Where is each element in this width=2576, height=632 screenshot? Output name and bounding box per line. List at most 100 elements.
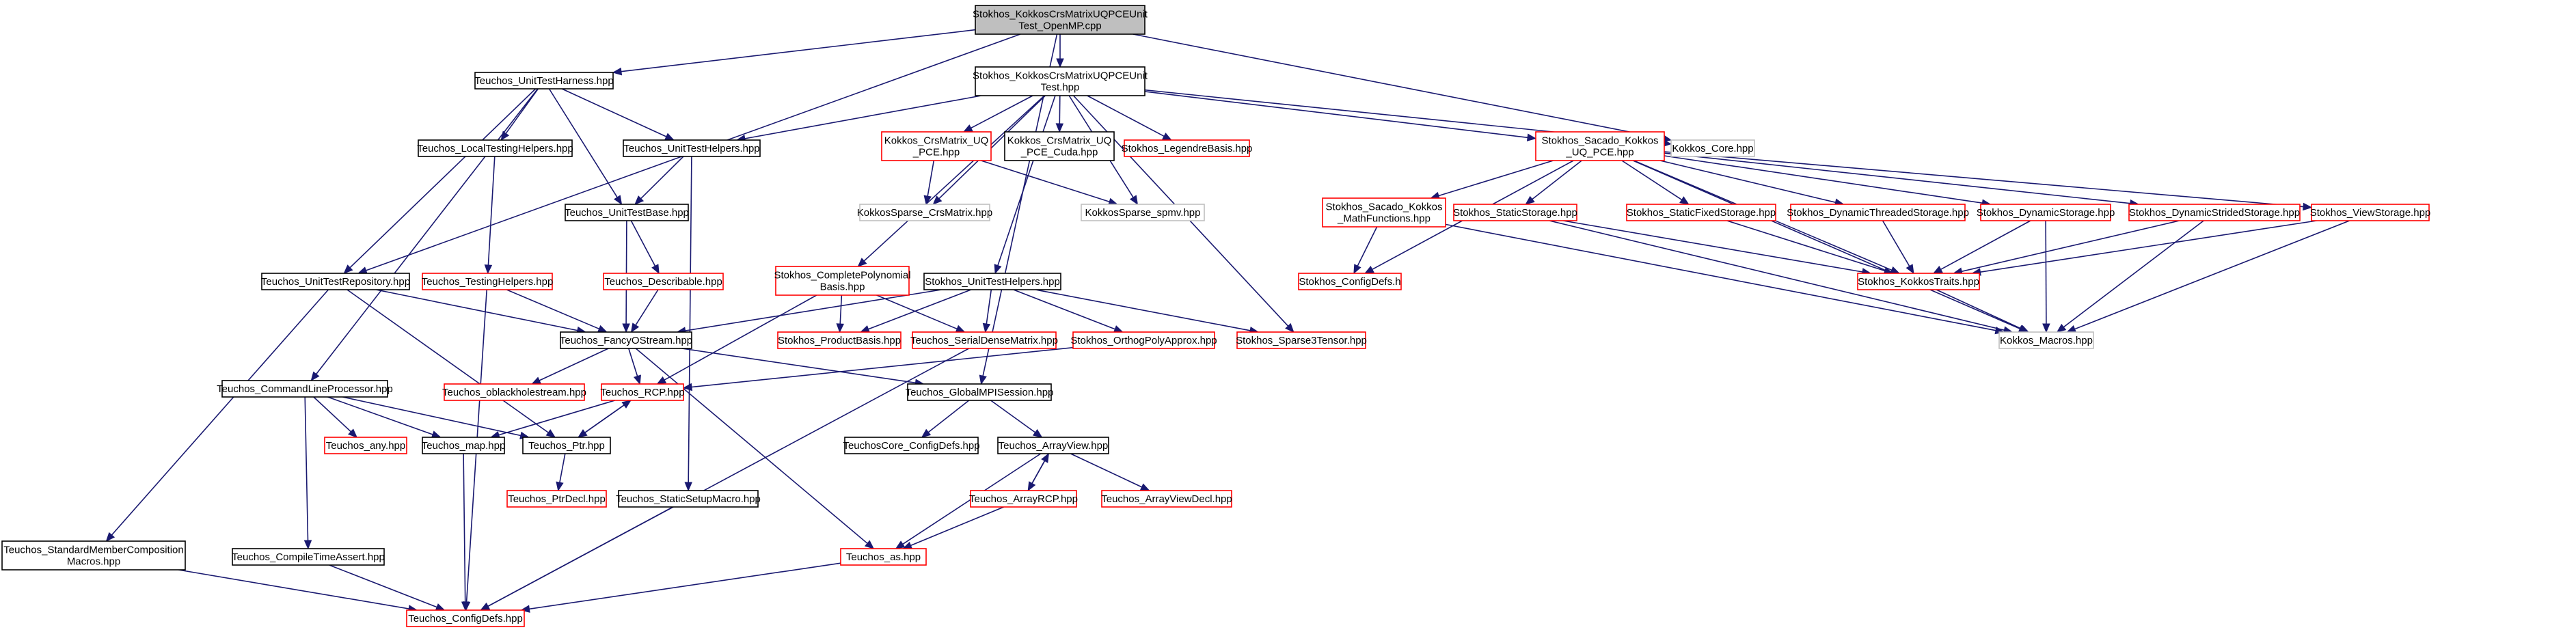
node-box[interactable] <box>261 273 410 290</box>
node-box[interactable] <box>1626 204 1776 221</box>
node-gmpi[interactable]: Teuchos_GlobalMPISession.hpp <box>906 383 1054 401</box>
node-box[interactable] <box>601 383 684 401</box>
node-box[interactable] <box>1453 204 1577 221</box>
node-sacadopce[interactable]: Stokhos_Sacado_Kokkos_UQ_PCE.hpp <box>1535 131 1665 161</box>
node-box[interactable] <box>1101 490 1232 508</box>
node-arrayrcp[interactable]: Teuchos_ArrayRCP.hpp <box>969 490 1078 508</box>
node-box[interactable] <box>912 331 1057 349</box>
node-box[interactable] <box>1857 273 1980 290</box>
node-rcp[interactable]: Teuchos_RCP.hpp <box>600 383 685 401</box>
node-harness[interactable]: Teuchos_UnitTestHarness.hpp <box>474 72 614 90</box>
node-arrayview[interactable]: Teuchos_ArrayView.hpp <box>997 437 1109 454</box>
node-box[interactable] <box>522 437 611 454</box>
node-box[interactable] <box>623 139 761 157</box>
node-orthog[interactable]: Stokhos_OrthogPolyApprox.hpp <box>1070 331 1217 349</box>
node-box[interactable] <box>422 437 505 454</box>
node-box[interactable] <box>618 490 759 508</box>
node-box[interactable] <box>1236 331 1366 349</box>
node-sparse3[interactable]: Stokhos_Sparse3Tensor.hpp <box>1236 331 1367 349</box>
node-tas[interactable]: Teuchos_as.hpp <box>840 548 927 566</box>
node-ptrdecl[interactable]: Teuchos_PtrDecl.hpp <box>506 490 607 508</box>
node-dynthreaded[interactable]: Stokhos_DynamicThreadedStorage.hpp <box>1787 204 1969 221</box>
node-compiletime[interactable]: Teuchos_CompileTimeAssert.hpp <box>232 548 385 566</box>
node-box[interactable] <box>560 331 692 349</box>
node-utrepo[interactable]: Teuchos_UnitTestRepository.hpp <box>261 273 410 290</box>
node-box[interactable] <box>1322 197 1446 228</box>
node-box[interactable] <box>997 437 1109 454</box>
node-clp[interactable]: Teuchos_CommandLineProcessor.hpp <box>217 380 393 398</box>
node-box[interactable] <box>324 437 407 454</box>
node-box[interactable] <box>1072 331 1215 349</box>
node-box[interactable] <box>418 139 573 157</box>
node-prodbasis[interactable]: Stokhos_ProductBasis.hpp <box>777 331 901 349</box>
node-box[interactable] <box>406 609 525 627</box>
node-kcore[interactable]: Kokkos_Core.hpp <box>1670 139 1755 157</box>
node-box[interactable] <box>923 273 1061 290</box>
node-dynamic[interactable]: Stokhos_DynamicStorage.hpp <box>1977 204 2115 221</box>
node-box[interactable] <box>840 548 927 566</box>
node-box[interactable] <box>1998 331 2094 349</box>
node-tmap[interactable]: Teuchos_map.hpp <box>422 437 506 454</box>
node-box[interactable] <box>2128 204 2301 221</box>
node-coreconfig[interactable]: TeuchosCore_ConfigDefs.hpp <box>843 437 980 454</box>
node-staticfixed[interactable]: Stokhos_StaticFixedStorage.hpp <box>1626 204 1776 221</box>
node-box[interactable] <box>603 273 724 290</box>
node-stdmember[interactable]: Teuchos_StandardMemberCompositionMacros.… <box>1 540 186 571</box>
node-testhelp[interactable]: Teuchos_TestingHelpers.hpp <box>422 273 554 290</box>
node-dynstrided[interactable]: Stokhos_DynamicStridedStorage.hpp <box>2128 204 2301 221</box>
node-box[interactable] <box>2311 204 2430 221</box>
node-box[interactable] <box>444 383 585 401</box>
node-suth[interactable]: Stokhos_UnitTestHelpers.hpp <box>923 273 1061 290</box>
node-root[interactable]: Stokhos_KokkosCrsMatrixUQPCEUnitTest_Ope… <box>973 5 1148 35</box>
node-box[interactable] <box>1535 131 1665 161</box>
node-box[interactable] <box>775 266 910 296</box>
node-uth[interactable]: Teuchos_UnitTestHelpers.hpp <box>623 139 761 157</box>
node-box[interactable] <box>474 72 614 90</box>
node-any[interactable]: Teuchos_any.hpp <box>324 437 407 454</box>
node-staticsetup[interactable]: Teuchos_StaticSetupMacro.hpp <box>616 490 761 508</box>
node-box[interactable] <box>1004 131 1115 161</box>
node-box[interactable] <box>232 548 385 566</box>
node-kokkostraits[interactable]: Stokhos_KokkosTraits.hpp <box>1857 273 1980 290</box>
node-crscuda[interactable]: Kokkos_CrsMatrix_UQ_PCE_Cuda.hpp <box>1004 131 1115 161</box>
node-fancy[interactable]: Teuchos_FancyOStream.hpp <box>560 331 692 349</box>
node-oblackhole[interactable]: Teuchos_oblackholestream.hpp <box>442 383 586 401</box>
node-box[interactable] <box>221 380 388 398</box>
node-localhelp[interactable]: Teuchos_LocalTestingHelpers.hpp <box>417 139 573 157</box>
node-box[interactable] <box>975 66 1145 96</box>
node-box[interactable] <box>1670 139 1755 157</box>
node-box[interactable] <box>1790 204 1966 221</box>
node-box[interactable] <box>422 273 553 290</box>
node-box[interactable] <box>777 331 901 349</box>
node-ptr[interactable]: Teuchos_Ptr.hpp <box>522 437 611 454</box>
node-box[interactable] <box>1081 204 1205 221</box>
node-describable[interactable]: Teuchos_Describable.hpp <box>603 273 724 290</box>
node-viewstor[interactable]: Stokhos_ViewStorage.hpp <box>2310 204 2431 221</box>
node-box[interactable] <box>859 204 990 221</box>
node-configdefs_h[interactable]: Stokhos_ConfigDefs.h <box>1298 273 1402 290</box>
node-configdefs_hpp[interactable]: Teuchos_ConfigDefs.hpp <box>406 609 525 627</box>
node-box[interactable] <box>1298 273 1402 290</box>
node-legendre[interactable]: Stokhos_LegendreBasis.hpp <box>1122 139 1253 157</box>
node-statics[interactable]: Stokhos_StaticStorage.hpp <box>1453 204 1577 221</box>
node-box[interactable] <box>565 204 689 221</box>
node-box[interactable] <box>970 490 1077 508</box>
node-arrayviewdecl[interactable]: Teuchos_ArrayViewDecl.hpp <box>1101 490 1232 508</box>
node-box[interactable] <box>1 540 186 571</box>
node-box[interactable] <box>975 5 1145 35</box>
node-crsuq[interactable]: Kokkos_CrsMatrix_UQ_PCE.hpp <box>881 131 992 161</box>
node-mathfn[interactable]: Stokhos_Sacado_Kokkos_MathFunctions.hpp <box>1322 197 1446 228</box>
node-box[interactable] <box>506 490 607 508</box>
node-ksparse[interactable]: KokkosSparse_CrsMatrix.hpp <box>857 204 992 221</box>
node-box[interactable] <box>881 131 992 161</box>
node-box[interactable] <box>844 437 979 454</box>
node-serialdense[interactable]: Teuchos_SerialDenseMatrix.hpp <box>910 331 1058 349</box>
node-utbase[interactable]: Teuchos_UnitTestBase.hpp <box>565 204 689 221</box>
node-box[interactable] <box>907 383 1052 401</box>
node-kmacros[interactable]: Kokkos_Macros.hpp <box>1998 331 2094 349</box>
node-box[interactable] <box>1124 139 1250 157</box>
node-box[interactable] <box>1980 204 2111 221</box>
node-spmv[interactable]: KokkosSparse_spmv.hpp <box>1081 204 1205 221</box>
